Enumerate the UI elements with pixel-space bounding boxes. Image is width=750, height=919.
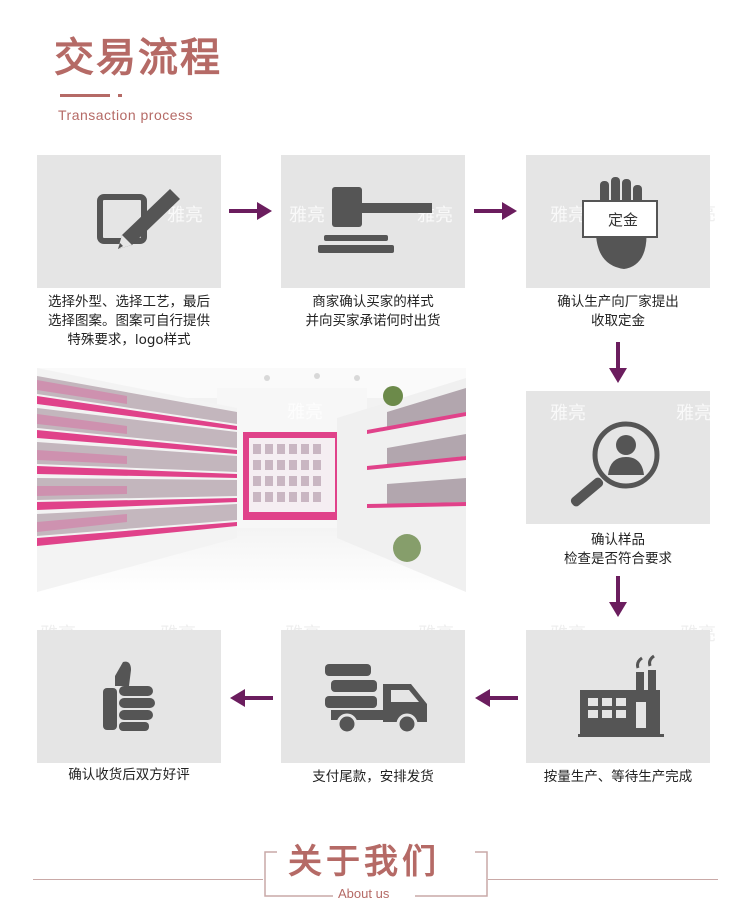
watermark-text: 雅亮 [550, 205, 586, 226]
caption-line: 确认生产向厂家提出 [557, 294, 679, 310]
page-title: 交易流程 [54, 35, 222, 81]
caption-line: 收取定金 [591, 313, 645, 329]
arrow-down-icon [609, 342, 627, 383]
magnifier-person-icon [570, 421, 660, 507]
step-6-caption: 支付尾款，安排发货 [281, 768, 465, 787]
truck-icon [325, 664, 427, 735]
step-4-caption: 确认样品 检查是否符合要求 [526, 531, 710, 569]
step-1-box: 雅亮 [37, 155, 221, 288]
step-7-caption: 确认收货后双方好评 [37, 766, 221, 785]
watermark-text: 雅亮 [676, 403, 712, 424]
shop-photo: 雅亮 [37, 368, 466, 592]
watermark-text: 雅亮 [167, 205, 203, 226]
step-6-box [281, 630, 465, 763]
caption-line: 确认收货后双方好评 [68, 767, 190, 783]
caption-line: 按量生产、等待生产完成 [543, 769, 693, 785]
arrow-right-icon [474, 202, 517, 220]
step-5-box [526, 630, 710, 763]
watermark-text: 雅亮 [289, 205, 325, 226]
step-3-caption: 确认生产向厂家提出 收取定金 [526, 293, 710, 331]
thumbs-up-icon [103, 661, 155, 731]
step-7-box [37, 630, 221, 763]
caption-line: 特殊要求，logo样式 [67, 332, 191, 348]
title-underline [60, 94, 110, 97]
footer-title-frame [264, 851, 488, 897]
gavel-icon [318, 187, 432, 253]
step-2-box: 雅亮 雅亮 [281, 155, 465, 288]
caption-line: 检查是否符合要求 [564, 551, 672, 567]
footer-divider-right [488, 879, 718, 880]
footer-subtitle: About us [338, 886, 390, 901]
arrow-down-icon [609, 576, 627, 617]
factory-icon [578, 654, 664, 737]
shop-photo-image [37, 368, 466, 592]
step-5-caption: 按量生产、等待生产完成 [526, 768, 710, 787]
watermark-text: 雅亮 [287, 402, 323, 423]
step-4-box: 雅亮 雅亮 [526, 391, 712, 524]
step-1-caption: 选择外型、选择工艺，最后 选择图案。图案可自行提供 特殊要求，logo样式 [25, 293, 233, 350]
page-subtitle: Transaction process [58, 107, 194, 123]
title-underline-dot [118, 94, 122, 97]
footer-title: 关于我们 [288, 842, 440, 882]
arrow-right-icon [229, 202, 272, 220]
caption-line: 选择图案。图案可自行提供 [48, 313, 210, 329]
arrow-left-icon [475, 689, 518, 707]
caption-line: 选择外型、选择工艺，最后 [48, 294, 210, 310]
footer-divider-left [33, 879, 263, 880]
caption-line: 支付尾款，安排发货 [312, 769, 434, 785]
deposit-label: 定金 [607, 211, 638, 229]
pencil-note-icon [97, 189, 180, 249]
caption-line: 商家确认买家的样式 [312, 294, 434, 310]
step-3-box: 雅亮 定金 [526, 155, 710, 288]
step-2-caption: 商家确认买家的样式 并向买家承诺何时出货 [281, 293, 465, 331]
watermark-text: 雅亮 [550, 403, 586, 424]
hand-deposit-icon [582, 177, 658, 269]
caption-line: 并向买家承诺何时出货 [305, 313, 441, 329]
caption-line: 确认样品 [591, 532, 645, 548]
arrow-left-icon [230, 689, 273, 707]
